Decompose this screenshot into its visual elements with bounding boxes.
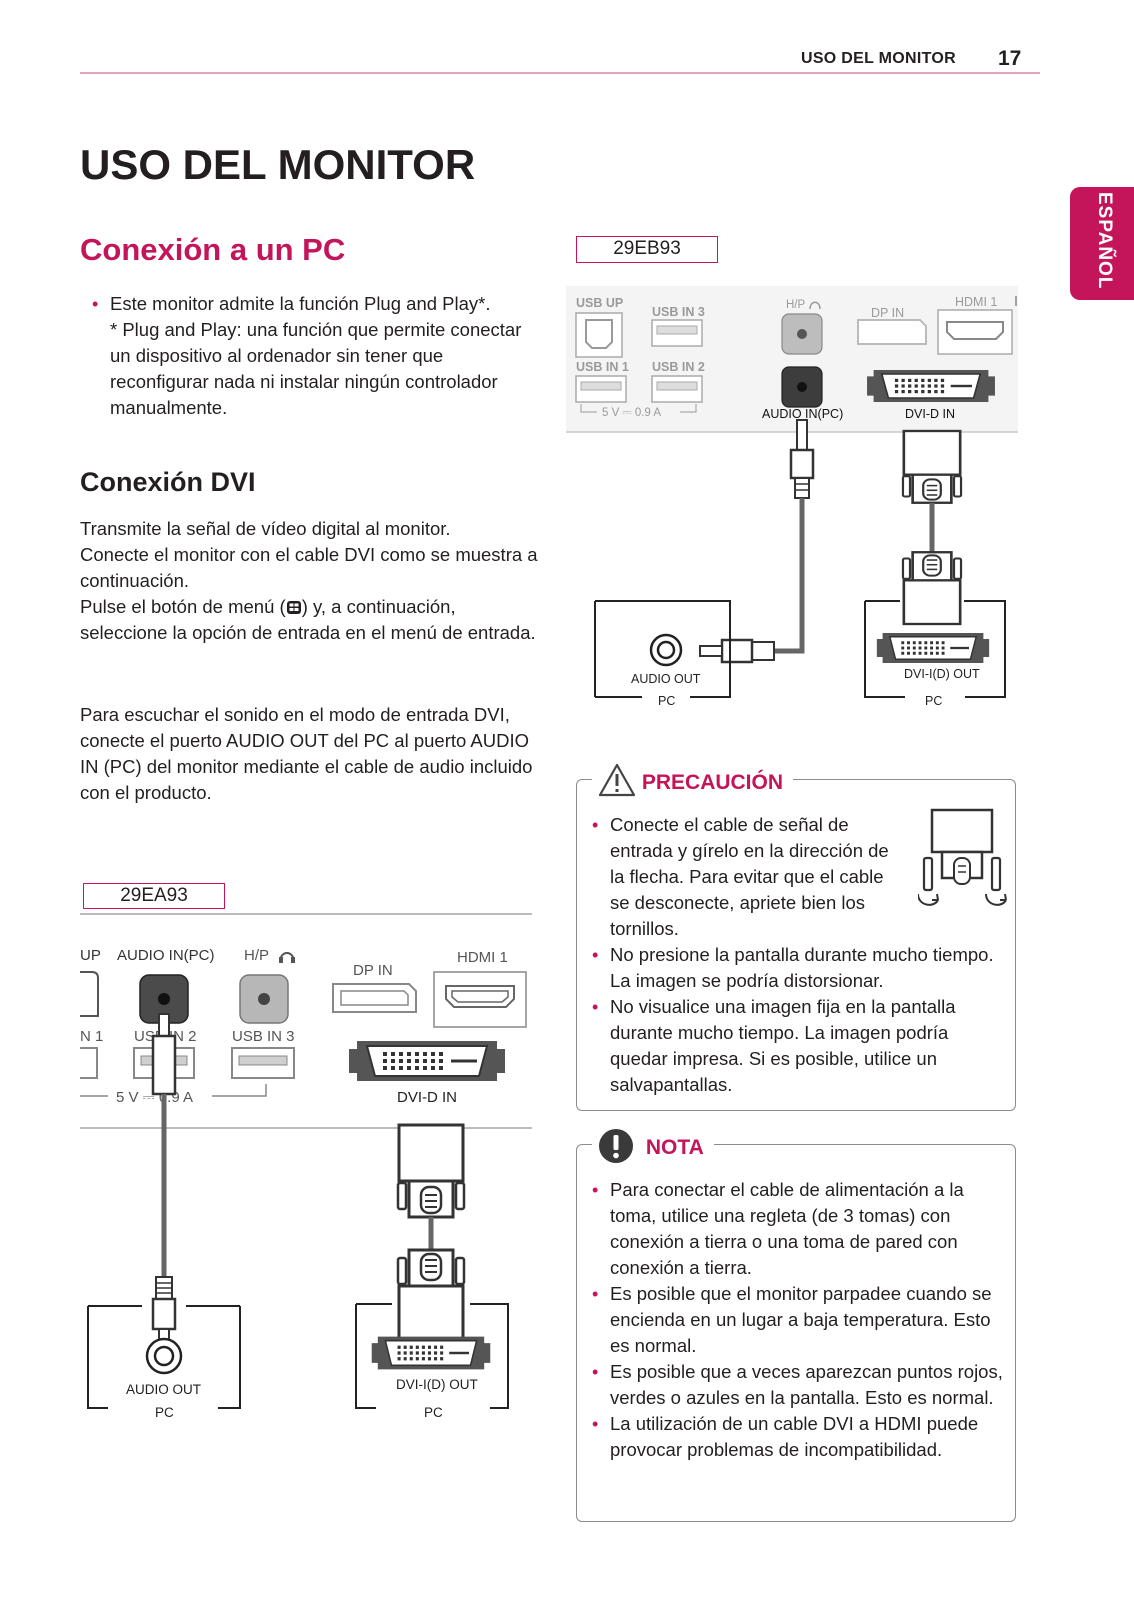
usb-up-port-partial — [80, 971, 99, 1017]
pc-audio-box — [87, 1306, 241, 1409]
dvi-cable — [396, 1123, 466, 1344]
plug-and-play-note: * Plug and Play: una función que permite… — [110, 319, 522, 418]
running-header: USO DEL MONITOR — [800, 50, 956, 67]
pc-dvi-box — [355, 1303, 509, 1409]
dvi-out-port — [370, 1335, 492, 1371]
dvi-d-in-port — [348, 1040, 506, 1082]
headphone-icon — [809, 301, 821, 310]
model-label-29ea93: 29EA93 — [83, 883, 225, 909]
label-hdmi-1: HDMI 1 — [457, 949, 508, 966]
label-audio-in-pc: AUDIO IN(PC) — [762, 407, 843, 421]
label-power-rating: 5 V ⎓ 0.9 A — [602, 407, 661, 419]
hdmi-port — [433, 971, 527, 1028]
section-title: Conexión a un PC — [80, 232, 346, 267]
caution-item: No presione la pantalla durante mucho ti… — [580, 942, 1010, 994]
language-tab-label: ESPAÑOL — [1094, 192, 1115, 290]
note-item: Para conectar el cable de alimentación a… — [580, 1177, 1010, 1281]
dp-port — [857, 319, 927, 345]
label-hp: H/P — [244, 947, 269, 964]
label-dvi-out: DVI-I(D) OUT — [396, 1377, 478, 1392]
label-pc-audio: PC — [155, 1405, 174, 1420]
note-item: La utilización de un cable DVI a HDMI pu… — [580, 1411, 1010, 1463]
note-item: Es posible que el monitor parpadee cuand… — [580, 1281, 1010, 1359]
label-usb-in-1-partial: N 1 — [80, 1028, 103, 1045]
label-dp-in: DP IN — [353, 962, 393, 979]
dvi-out-port — [876, 632, 990, 664]
plug-and-play-block: Este monitor admite la función Plug and … — [80, 291, 540, 421]
label-dvi-out: DVI-I(D) OUT — [904, 667, 980, 681]
audio-paragraph: Para escuchar el sonido en el modo de en… — [80, 704, 533, 803]
dvi-subtitle: Conexión DVI — [80, 467, 256, 497]
label-up: UP — [80, 947, 101, 964]
note-box — [576, 1144, 1016, 1522]
audio-cable — [151, 1013, 177, 1342]
language-tab: ESPAÑOL — [1070, 187, 1134, 300]
usb-in-1-port — [575, 375, 627, 403]
caution-box — [576, 779, 1016, 1111]
caution-list: Conecte el cable de señal de entrada y g… — [580, 812, 1010, 1098]
note-heading: NOTA — [592, 1128, 714, 1164]
menu-button-icon — [286, 601, 301, 614]
usb-in-3-port — [231, 1047, 295, 1079]
header-rule — [80, 72, 1040, 74]
label-pc-dvi: PC — [925, 694, 942, 708]
note-item: Es posible que a veces aparezcan puntos … — [580, 1359, 1010, 1411]
usb-in-3-port — [651, 319, 703, 347]
label-usb-in-3: USB IN 3 — [232, 1028, 295, 1045]
label-usb-in-2: USB IN 2 — [652, 360, 705, 374]
caution-heading: PRECAUCIÓN — [592, 763, 794, 797]
label-audio-in-pc: AUDIO IN(PC) — [117, 947, 215, 964]
label-audio-out: AUDIO OUT — [631, 672, 701, 686]
label-dvi-d-in: DVI-D IN — [905, 407, 955, 421]
label-dvi-d-in: DVI-D IN — [397, 1089, 457, 1106]
note-list: Para conectar el cable de alimentación a… — [580, 1177, 1010, 1463]
label-pc-dvi: PC — [424, 1405, 443, 1420]
label-usb-in-1: USB IN 1 — [576, 360, 629, 374]
pc-audio-box — [595, 600, 731, 698]
dvi-cable — [901, 429, 963, 626]
pc-dvi-box — [864, 600, 1006, 698]
headphone-icon — [279, 952, 295, 963]
dvi-paragraph: Transmite la señal de vídeo digital al m… — [80, 518, 538, 643]
caution-item: No visualice una imagen fija en la panta… — [580, 994, 1010, 1098]
caution-item: Conecte el cable de señal de entrada y g… — [580, 812, 1010, 942]
label-usb-in-3: USB IN 3 — [652, 305, 705, 319]
diagram-29eb93: USB UP USB IN 3 H/P DP IN HDMI 1 USB IN … — [566, 286, 1018, 708]
label-usb-up: USB UP — [576, 296, 623, 310]
dp-port — [332, 983, 417, 1013]
label-hdmi-1: HDMI 1 — [955, 295, 997, 309]
page-title: USO DEL MONITOR — [80, 141, 476, 188]
hdmi-port — [937, 309, 1013, 355]
usb-in-2-port — [651, 375, 703, 403]
exclamation-icon — [599, 1129, 633, 1163]
label-pc-audio: PC — [658, 694, 675, 708]
warning-icon — [598, 763, 636, 797]
label-audio-out: AUDIO OUT — [126, 1382, 201, 1397]
dvi-d-in-port — [866, 369, 996, 403]
audio-cable — [699, 419, 815, 664]
model-label-29eb93: 29EB93 — [576, 236, 718, 263]
label-hp: H/P — [786, 299, 806, 311]
label-dp-in: DP IN — [871, 306, 904, 320]
plug-and-play-bullet: Este monitor admite la función Plug and … — [80, 291, 540, 421]
usb-up-port — [575, 312, 623, 358]
diagram-29ea93: UP AUDIO IN(PC) H/P DP IN HDMI 1 N 1 USB… — [80, 913, 532, 1420]
page-number: 17 — [998, 47, 1022, 70]
